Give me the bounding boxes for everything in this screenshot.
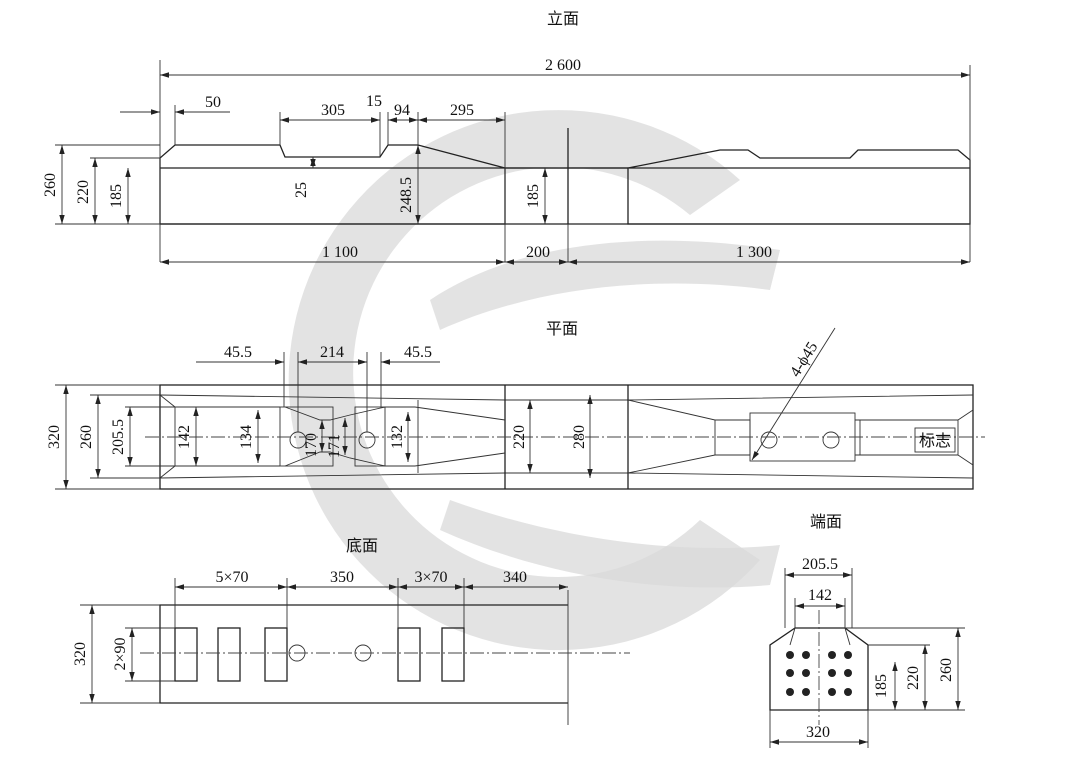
dim-220-end: 220	[905, 666, 922, 690]
end-title: 端面	[810, 512, 842, 531]
hole-spec-label: 4-ϕ45	[787, 339, 821, 380]
dim-1100: 1 100	[322, 244, 358, 261]
dim-2x90: 2×90	[112, 637, 129, 670]
dim-340: 340	[503, 569, 527, 586]
elevation-view: 立面 2 600 50 305 15 94 295	[42, 9, 971, 265]
dim-134: 134	[238, 425, 255, 449]
elevation-title: 立面	[547, 9, 579, 28]
dim-350: 350	[330, 569, 354, 586]
dim-185: 185	[108, 184, 125, 208]
dim-45-5-right: 45.5	[404, 344, 432, 361]
end-view: 端面 205.5 142 185 220 260	[769, 512, 965, 748]
dim-3x70: 3×70	[414, 569, 447, 586]
dim-295: 295	[450, 102, 474, 119]
dim-214: 214	[320, 344, 344, 361]
dim-260-end: 260	[938, 658, 955, 682]
dim-305: 305	[321, 102, 345, 119]
plan-mark-label: 标志	[919, 431, 951, 450]
plan-title: 平面	[546, 319, 578, 338]
dim-260-plan: 260	[78, 425, 95, 449]
dim-5x70: 5×70	[215, 569, 248, 586]
dim-248-5: 248.5	[398, 177, 415, 213]
dim-205-5-plan: 205.5	[110, 419, 127, 455]
dim-200: 200	[526, 244, 550, 261]
dim-205-5-end: 205.5	[802, 556, 838, 573]
dim-280: 280	[571, 425, 588, 449]
dim-185-end: 185	[873, 674, 890, 698]
dim-320-plan: 320	[46, 425, 63, 449]
end-strand-dots	[786, 651, 852, 696]
bottom-view: 底面 5×70 350 3×70 340 320 2×90	[72, 536, 630, 725]
dim-50: 50	[205, 94, 221, 111]
dim-142-plan: 142	[176, 425, 193, 449]
plan-view: 平面	[46, 319, 985, 490]
dim-220: 220	[75, 180, 92, 204]
dim-170: 170	[303, 433, 320, 457]
dim-320-bottom: 320	[72, 642, 89, 666]
dim-total-length: 2 600	[545, 57, 581, 74]
dim-220-plan: 220	[511, 425, 528, 449]
dim-185-center: 185	[525, 184, 542, 208]
dim-1300: 1 300	[736, 244, 772, 261]
dim-142-end: 142	[808, 587, 832, 604]
dim-320-end: 320	[806, 724, 830, 741]
dim-171: 171	[326, 434, 343, 458]
dim-45-5-left: 45.5	[224, 344, 252, 361]
dim-94: 94	[394, 102, 410, 119]
dim-25: 25	[293, 182, 310, 198]
dim-132: 132	[389, 425, 406, 449]
bottom-title: 底面	[346, 536, 378, 555]
dim-260: 260	[42, 173, 59, 197]
dim-15: 15	[366, 93, 382, 110]
